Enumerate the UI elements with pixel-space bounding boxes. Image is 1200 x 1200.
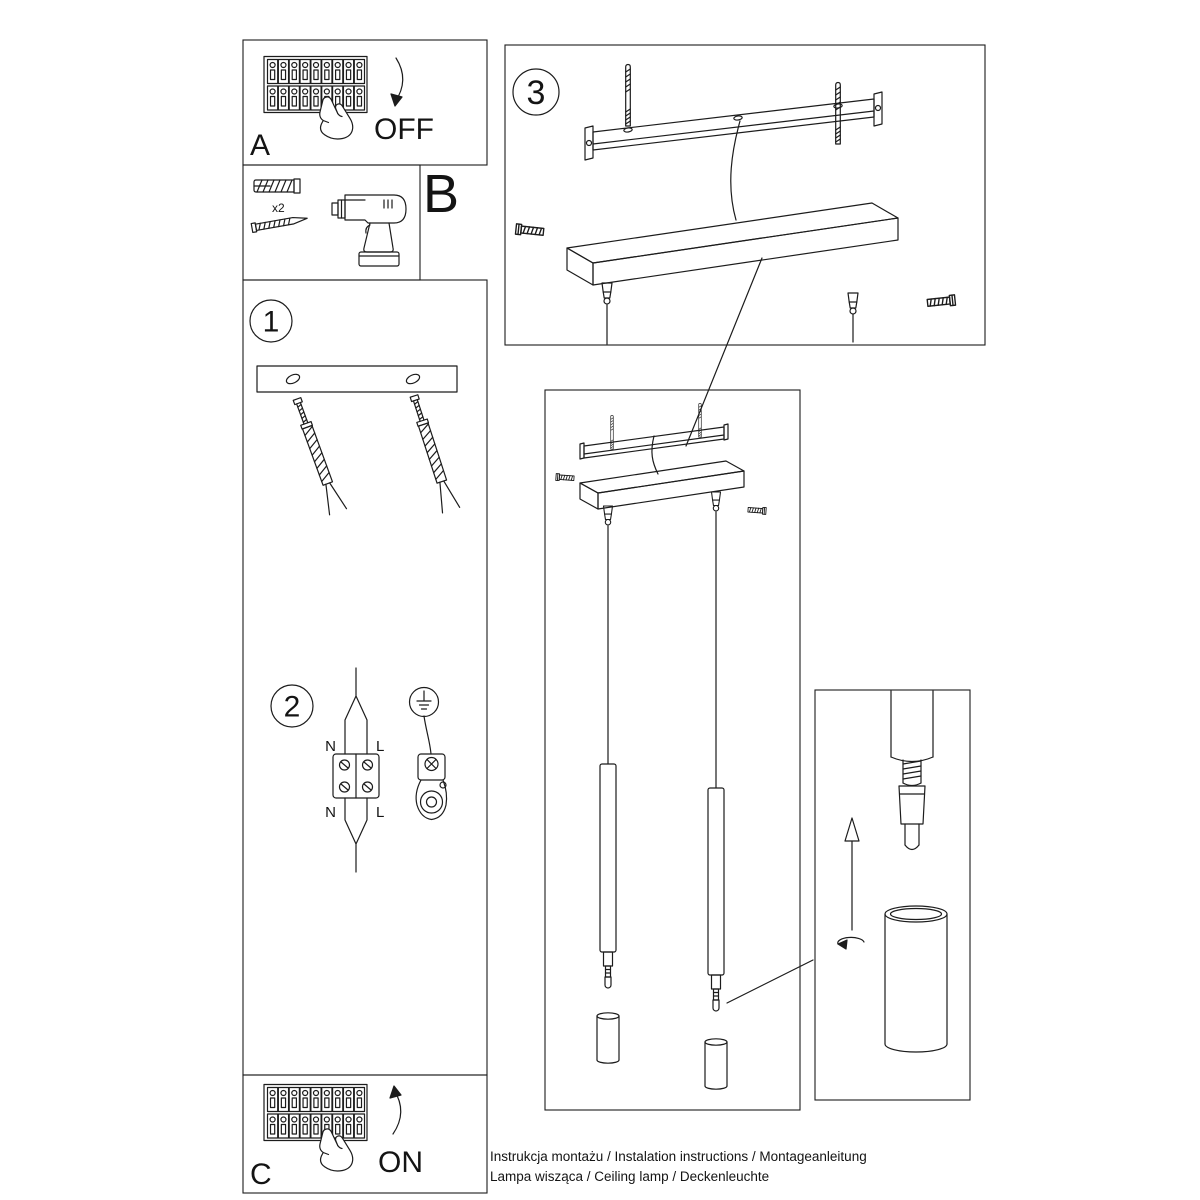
panel-b-label: B [423,164,459,224]
mains-wires-icon [344,667,368,873]
fixing-screw-small-right-icon [747,505,767,515]
power-cable-small-icon [651,435,659,475]
pendant-tube-left-icon [599,763,617,989]
tube-end-icon [890,690,934,787]
pointing-hand-icon-c [319,1128,354,1172]
step-1-badge [249,299,293,343]
lamp-shade-left-icon [596,1012,620,1064]
assembled-bracket-icon [579,423,729,460]
wood-screw-icon [250,213,309,234]
wall-anchor-right-icon [404,392,461,514]
on-arrow-icon [389,1085,402,1135]
steps-1-2-box [242,279,488,1076]
gland-small-left-icon [602,505,614,526]
drill-icon [331,194,407,267]
ceiling-bracket-icon [584,91,883,161]
assembled-canopy-icon [579,460,745,510]
panel-c-label: C [250,1158,272,1191]
panel-c-box [242,1074,488,1194]
pointing-hand-icon [319,96,354,140]
terminal-l-bottom-label: L [376,804,384,821]
step-2-number: 2 [284,691,301,724]
cable-gland-left-icon [601,282,613,305]
shade-detail-icon [884,905,948,1053]
pendant-tube-right-icon [707,787,725,1012]
anchor-quantity-label: x2 [272,201,285,215]
earth-symbol-icon [408,686,440,718]
breaker-panel-icon-c [264,1085,367,1141]
step-1-number: 1 [263,306,280,339]
canopy-icon [566,202,899,286]
breaker-panel-icon [264,57,367,113]
step-3-number: 3 [527,74,546,112]
power-cable-icon [730,120,741,221]
fixing-screw-right-icon [926,294,957,309]
insert-arrow-icon [844,817,860,931]
gland-small-right-icon [710,491,722,512]
cable-gland-right-icon [847,292,859,315]
step-3-badge [512,68,560,116]
step-3-box [504,44,986,346]
detail-inset-box [814,689,971,1101]
hanger-bolt-left-icon [625,63,631,127]
wall-plug-icon [253,178,301,194]
off-label: OFF [374,113,434,146]
on-label: ON [378,1146,423,1179]
terminal-n-bottom-label: N [325,804,336,821]
off-arrow-icon [390,57,404,107]
mounting-plate-icon [256,365,458,393]
bulb-socket-icon [898,785,926,851]
hanger-bolt-right-icon [835,81,841,145]
terminal-n-top-label: N [325,738,336,755]
step-2-badge [270,684,314,728]
panel-a-label: A [250,129,270,162]
fixing-screw-small-left-icon [555,473,575,483]
lamp-assembly-box [544,389,801,1111]
hanger-bolt-small-left-icon [610,414,614,450]
terminal-block-icon [332,753,380,799]
lamp-shade-right-icon [704,1038,728,1090]
leader-line-bracket [685,257,763,447]
leader-line-detail [726,959,814,1004]
rotate-arrow-icon [837,936,865,950]
wall-anchor-left-icon [287,395,348,516]
fixing-screw-left-icon [514,223,545,238]
footer-line-1: Instrukcja montażu / Instalation instruc… [490,1149,867,1164]
earth-clamp-icon [415,715,448,821]
terminal-l-top-label: L [376,738,384,755]
footer-line-2: Lampa wisząca / Ceiling lamp / Deckenleu… [490,1169,769,1184]
